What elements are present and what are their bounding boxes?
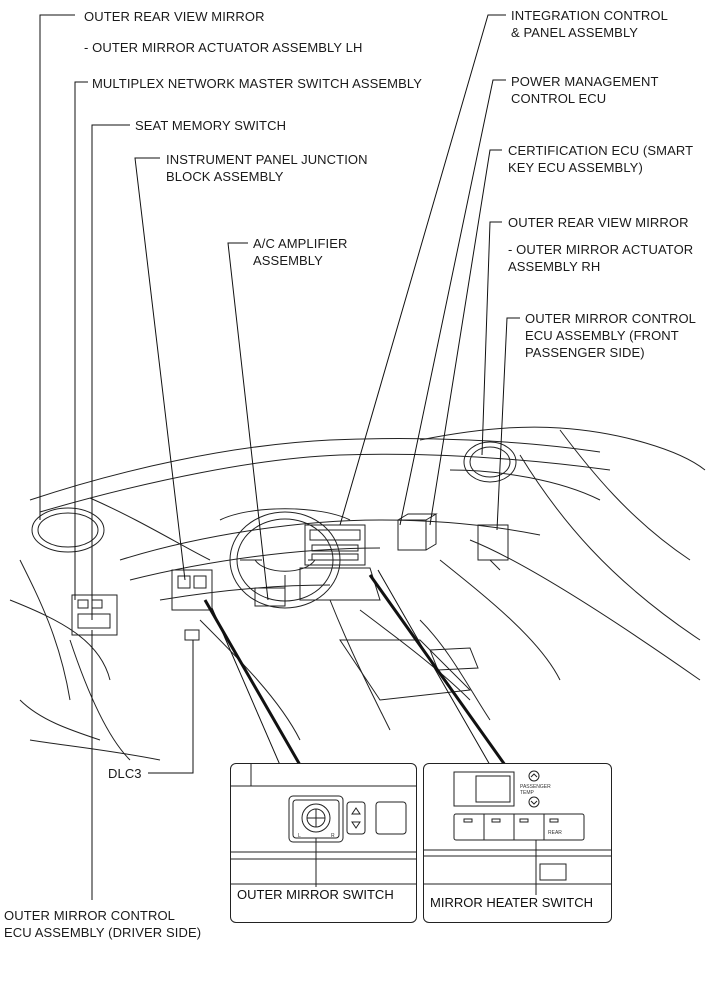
label-outer-mirror-actuator-rh: - OUTER MIRROR ACTUATOR ASSEMBLY RH — [508, 242, 694, 274]
label-instrument-panel-junction-block: INSTRUMENT PANEL JUNCTION BLOCK ASSEMBLY — [166, 152, 368, 184]
label-certification-ecu: CERTIFICATION ECU (SMART KEY ECU ASSEMBL… — [508, 143, 694, 175]
caption-mirror-heater-switch: MIRROR HEATER SWITCH — [427, 895, 596, 911]
label-ac-amplifier: A/C AMPLIFIER ASSEMBLY — [253, 236, 348, 268]
label-outer-rear-view-mirror-lh: OUTER REAR VIEW MIRROR — [84, 9, 265, 24]
label-multiplex-network-master-switch: MULTIPLEX NETWORK MASTER SWITCH ASSEMBLY — [92, 76, 423, 91]
mirror-heater-switch-drawing — [424, 770, 611, 902]
inset-outer-mirror-switch: L R OUTER MIRROR SWITCH — [230, 763, 417, 923]
label-dlc3: DLC3 — [108, 766, 142, 781]
inset-mirror-heater-switch: PASSENGER TEMP REAR MIRROR HEATER SWITCH — [423, 763, 612, 923]
label-outer-mirror-actuator-lh: - OUTER MIRROR ACTUATOR ASSEMBLY LH — [84, 40, 363, 55]
label-seat-memory-switch: SEAT MEMORY SWITCH — [135, 118, 287, 133]
mirror-heater-tag: REAR — [548, 830, 562, 836]
label-outer-mirror-control-ecu-driver: OUTER MIRROR CONTROL ECU ASSEMBLY (DRIVE… — [4, 908, 202, 940]
label-integration-control-panel: INTEGRATION CONTROL & PANEL ASSEMBLY — [511, 8, 668, 40]
label-power-management-ecu: POWER MANAGEMENT CONTROL ECU — [511, 74, 659, 106]
passenger-temp-label: PASSENGER TEMP — [520, 784, 551, 796]
label-outer-mirror-control-ecu-front-passenger: OUTER MIRROR CONTROL ECU ASSEMBLY (FRONT… — [525, 311, 696, 360]
switch-r-marker: R — [331, 833, 335, 839]
outer-mirror-switch-drawing — [231, 764, 416, 889]
switch-l-marker: L — [298, 833, 301, 839]
caption-outer-mirror-switch: OUTER MIRROR SWITCH — [234, 887, 397, 903]
label-outer-rear-view-mirror-rh: OUTER REAR VIEW MIRROR — [508, 215, 689, 230]
